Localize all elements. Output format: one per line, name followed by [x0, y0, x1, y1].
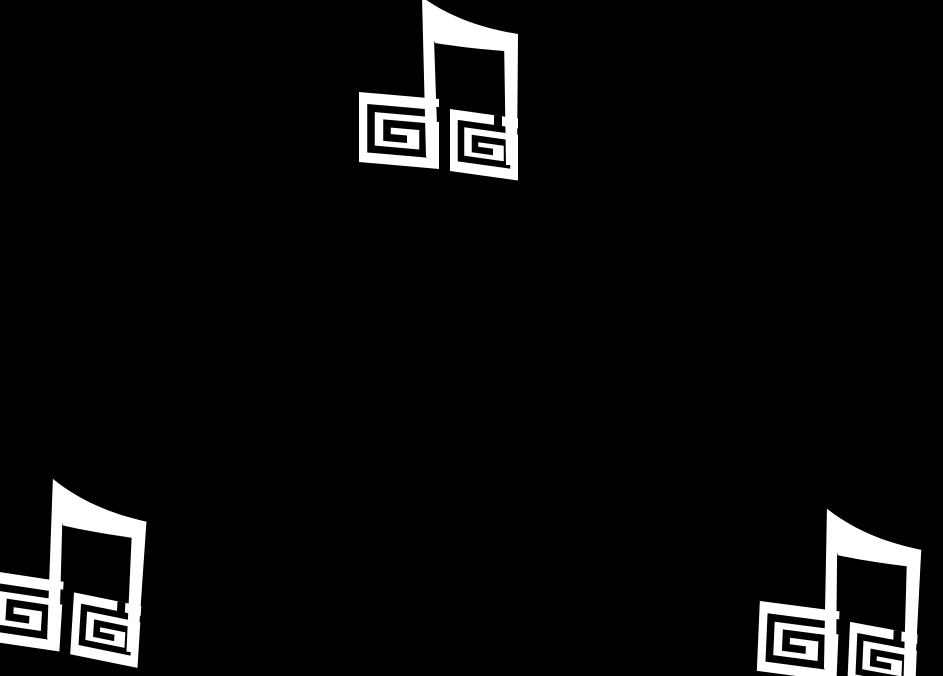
scene [0, 0, 931, 676]
scene-canvas [0, 0, 931, 676]
